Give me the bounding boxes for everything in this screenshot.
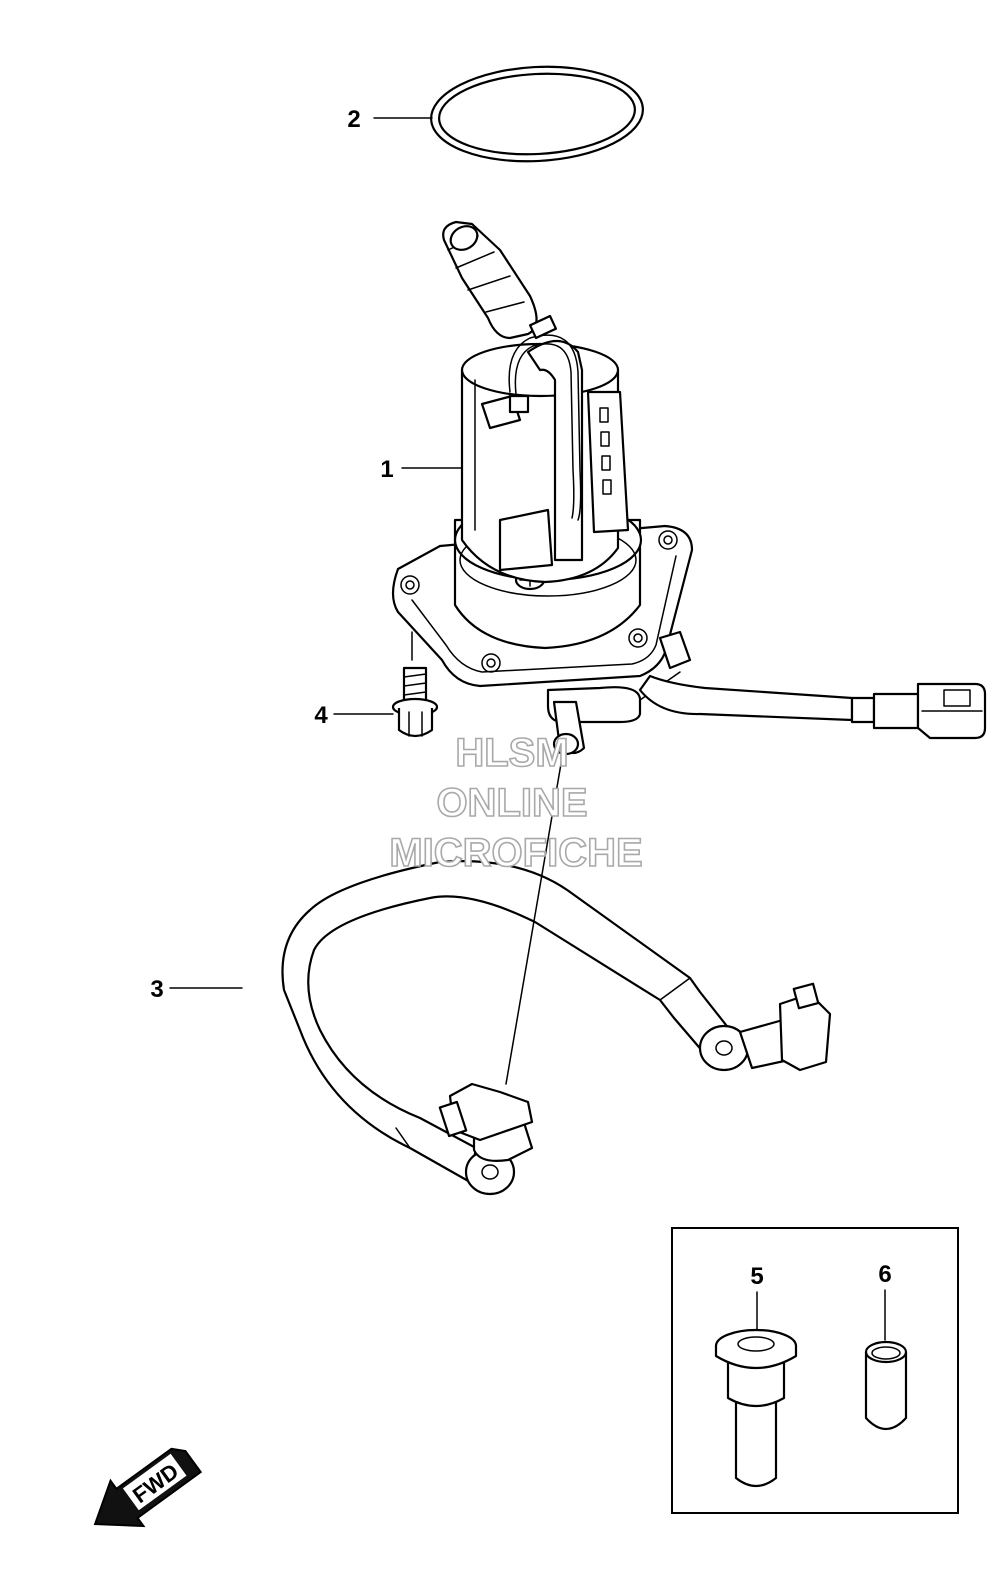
part-4-bolt[interactable] — [391, 666, 439, 738]
svg-text:MICROFICHE: MICROFICHE — [389, 831, 642, 875]
part-2-o-ring[interactable] — [429, 62, 646, 167]
part-1-fuel-pump-assembly[interactable] — [391, 220, 987, 756]
callout-1[interactable]: 1 — [380, 456, 393, 483]
part-3-fuel-hose[interactable] — [281, 860, 832, 1196]
part-6-cap[interactable] — [864, 1340, 908, 1431]
callout-2[interactable]: 2 — [347, 106, 360, 133]
callout-3[interactable]: 3 — [150, 976, 163, 1003]
part-5-grommet[interactable] — [714, 1328, 798, 1488]
svg-text:ONLINE: ONLINE — [436, 781, 587, 825]
callout-5[interactable]: 5 — [750, 1263, 763, 1290]
fwd-direction-badge: FWD — [93, 1447, 203, 1528]
callout-4[interactable]: 4 — [314, 702, 328, 729]
callout-6[interactable]: 6 — [878, 1261, 891, 1288]
assembly-leader-line — [505, 757, 563, 1085]
watermark: HLSM ONLINE MICROFICHE — [389, 730, 644, 876]
inset-box — [671, 1227, 959, 1514]
svg-text:HLSM: HLSM — [455, 731, 568, 775]
